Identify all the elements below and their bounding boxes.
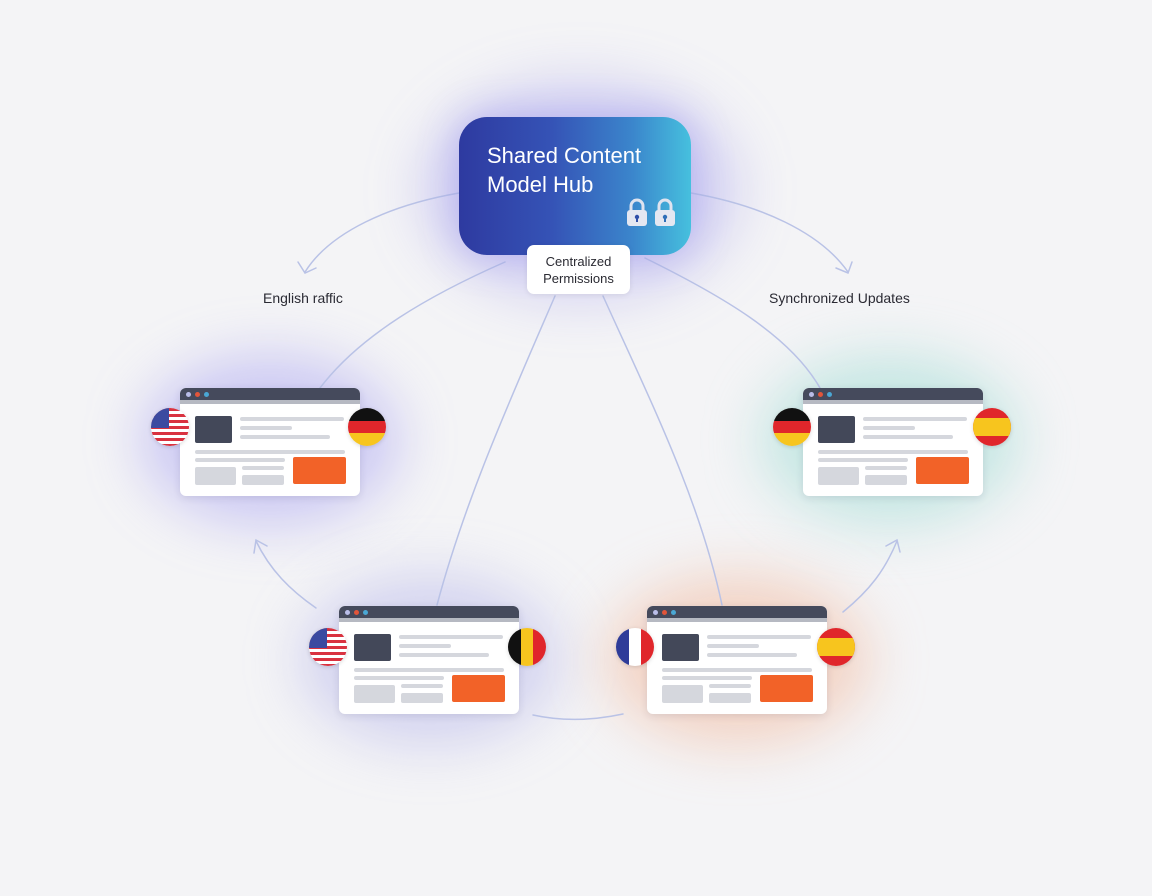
es-flag-icon xyxy=(973,408,1011,446)
image-placeholder xyxy=(195,416,232,443)
hub-title: Shared Content Model Hub xyxy=(487,143,642,197)
lock-icon xyxy=(627,198,647,226)
image-placeholder xyxy=(818,416,855,443)
site-top-right[interactable] xyxy=(803,388,983,496)
fr-flag-icon xyxy=(616,628,654,666)
cta-button[interactable] xyxy=(293,457,346,484)
image-placeholder xyxy=(354,634,391,661)
site-bottom-left[interactable] xyxy=(339,606,519,714)
browser-bar xyxy=(647,606,827,618)
image-placeholder xyxy=(662,634,699,661)
browser-bar xyxy=(180,388,360,400)
browser-bar xyxy=(339,606,519,618)
centralized-permissions-label: Centralized Permissions xyxy=(527,245,630,294)
english-traffic-label: English raffic xyxy=(263,290,343,306)
cta-button[interactable] xyxy=(916,457,969,484)
browser-bar xyxy=(803,388,983,400)
shared-content-hub[interactable]: Shared Content Model Hub xyxy=(459,117,691,255)
permissions-line-1: Centralized xyxy=(545,253,612,269)
permissions-line-2: Permissions xyxy=(543,270,614,286)
es-flag-icon xyxy=(817,628,855,666)
de-flag-icon xyxy=(773,408,811,446)
de-flag-icon xyxy=(348,408,386,446)
site-top-left[interactable] xyxy=(180,388,360,496)
us-flag-icon xyxy=(309,628,347,666)
synchronized-updates-label: Synchronized Updates xyxy=(769,290,910,306)
lock-icon xyxy=(655,198,675,226)
us-flag-icon xyxy=(151,408,189,446)
cta-button[interactable] xyxy=(452,675,505,702)
be-flag-icon xyxy=(508,628,546,666)
site-bottom-right[interactable] xyxy=(647,606,827,714)
cta-button[interactable] xyxy=(760,675,813,702)
